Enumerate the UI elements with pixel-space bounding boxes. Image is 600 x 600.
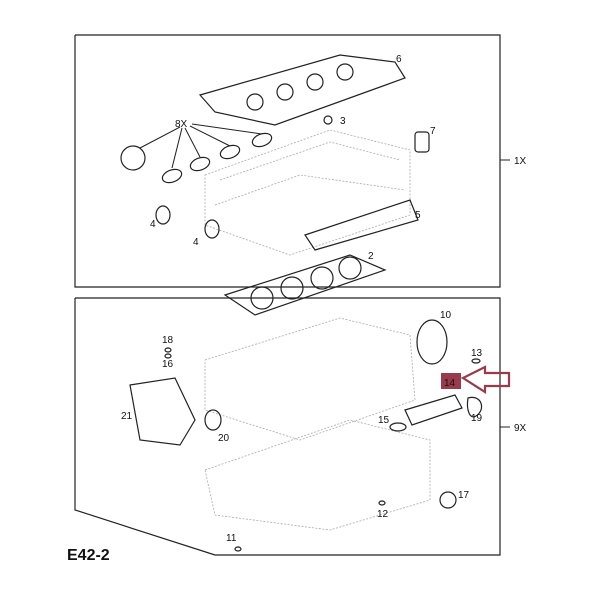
highlight-box	[441, 373, 461, 389]
callout-11[interactable]: 11	[226, 533, 237, 544]
callout-5[interactable]: 5	[415, 210, 421, 221]
seal-15	[389, 422, 407, 432]
callout-7[interactable]: 7	[430, 126, 436, 137]
qty-upper: 1X	[514, 156, 527, 167]
qty-lower: 9X	[514, 423, 527, 434]
seal-3	[323, 115, 333, 125]
gasket-19	[466, 396, 483, 418]
callout-2[interactable]: 2	[368, 251, 374, 262]
callout-17[interactable]: 17	[458, 490, 470, 501]
seal-18	[164, 347, 172, 353]
callout-19[interactable]: 19	[471, 413, 483, 424]
seal-4b	[204, 219, 220, 239]
valve-seals	[120, 123, 273, 184]
callout-8[interactable]: 8X	[175, 119, 188, 130]
callout-4b[interactable]: 4	[193, 237, 199, 248]
exhaust-gasket-5	[304, 199, 419, 251]
timing-cover-gasket-21	[129, 377, 196, 446]
upper-set-frame	[74, 34, 501, 288]
head-gasket	[223, 254, 387, 316]
callout-15[interactable]: 15	[378, 415, 390, 426]
highlight-arrow-icon	[460, 365, 511, 395]
callout-12[interactable]: 12	[377, 509, 389, 520]
callout-20[interactable]: 20	[218, 433, 230, 444]
oil-cooler-gasket-14	[404, 394, 463, 426]
callout-4a[interactable]: 4	[150, 219, 156, 230]
seal-4a	[155, 205, 171, 225]
callout-16[interactable]: 16	[162, 359, 174, 370]
seal-13	[471, 358, 481, 364]
lower-set-frame	[74, 297, 501, 556]
cylinder-head	[204, 129, 411, 256]
engine-block	[204, 317, 431, 531]
valve-cover-gasket	[198, 54, 406, 126]
seal-16	[164, 353, 172, 359]
gasket-7	[414, 131, 430, 153]
seal-12	[378, 500, 386, 506]
seal-20	[204, 409, 222, 431]
callout-10[interactable]: 10	[440, 310, 452, 321]
seal-11	[234, 546, 242, 552]
callout-21[interactable]: 21	[121, 411, 133, 422]
diagram-code: E42-2	[67, 547, 110, 564]
callout-3[interactable]: 3	[340, 116, 346, 127]
callout-18[interactable]: 18	[162, 335, 174, 346]
seal-17	[439, 491, 457, 509]
callout-13[interactable]: 13	[471, 348, 483, 359]
callout-6[interactable]: 6	[396, 54, 402, 65]
callout-14[interactable]: 14	[444, 378, 456, 389]
rear-main-seal-10	[416, 319, 448, 365]
